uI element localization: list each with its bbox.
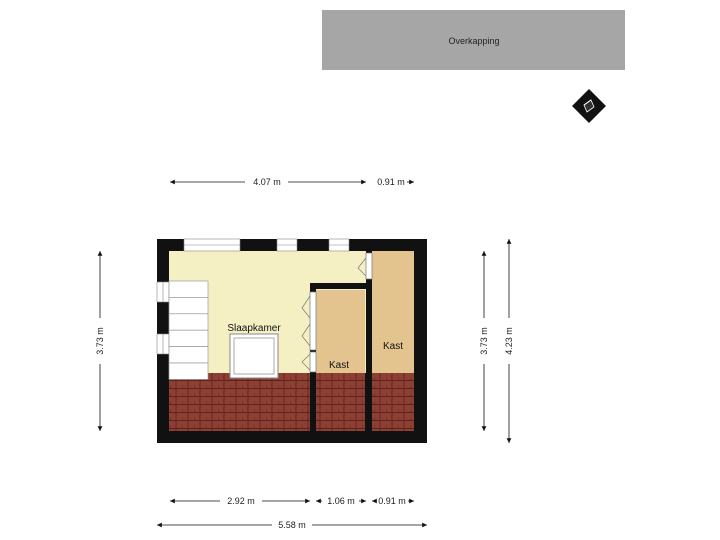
dim-bottom-a: 2.92 m	[227, 496, 255, 506]
overkapping-area	[322, 10, 625, 70]
room-label-slaapkamer: Slaapkamer	[227, 323, 281, 334]
dim-right-inner: 3.73 m	[479, 327, 489, 355]
stair-tread	[168, 280, 209, 298]
interior-wall-c	[366, 243, 372, 431]
dim-right-outer: 4.23 m	[504, 327, 514, 355]
door-kast-right	[357, 252, 373, 280]
interior-wall-b	[310, 283, 367, 289]
stair-tread	[168, 313, 209, 331]
window-left-2	[156, 333, 170, 355]
dim-bottom-total: 5.58 m	[278, 520, 306, 530]
interior-wall-d	[366, 243, 421, 251]
window-left-1	[156, 281, 170, 303]
stair-tread	[168, 362, 209, 380]
dim-left-height: 3.73 m	[95, 327, 105, 355]
stairs	[168, 280, 209, 380]
compass-icon	[572, 89, 606, 123]
room-label-kast-right: Kast	[383, 341, 403, 352]
overkapping-label: Overkapping	[448, 36, 499, 46]
window-top-2	[276, 238, 298, 252]
stair-tread	[168, 329, 209, 347]
stair-tread	[168, 297, 209, 315]
door-kast-left-1	[301, 291, 317, 351]
stair-tread	[168, 346, 209, 364]
kast-right-floor	[372, 251, 414, 373]
door-kast-left-2	[301, 351, 317, 373]
kast-left-floor	[316, 290, 365, 373]
dim-top-main: 4.07 m	[253, 177, 281, 187]
window-top-1	[183, 238, 241, 252]
room-label-kast-left: Kast	[329, 360, 349, 371]
skylight	[229, 333, 279, 379]
dim-top-side: 0.91 m	[377, 177, 405, 187]
window-top-3	[328, 238, 350, 252]
dim-bottom-b: 1.06 m	[327, 496, 355, 506]
dim-bottom-c: 0.91 m	[378, 496, 406, 506]
